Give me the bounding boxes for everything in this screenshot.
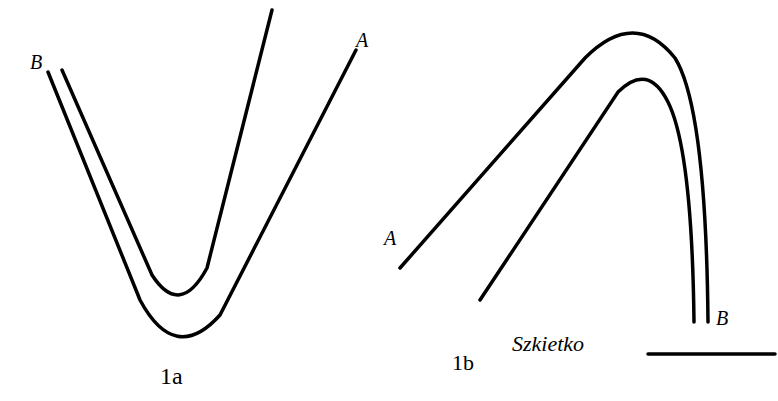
tube-1a-outer-wall bbox=[48, 50, 356, 337]
tube-1b-inner-wall bbox=[480, 79, 694, 322]
tube-1b-outer-wall bbox=[400, 33, 708, 322]
end-label: B bbox=[30, 52, 42, 72]
end-label: A bbox=[384, 228, 396, 248]
glass-slide bbox=[648, 352, 775, 356]
figure-number: 1b bbox=[452, 352, 474, 374]
figure-number: 1a bbox=[160, 364, 183, 388]
end-label: A bbox=[356, 30, 368, 50]
tube-1a-inner-wall bbox=[62, 10, 272, 295]
part-label: Szkietko bbox=[512, 333, 584, 355]
end-label: B bbox=[716, 308, 728, 328]
